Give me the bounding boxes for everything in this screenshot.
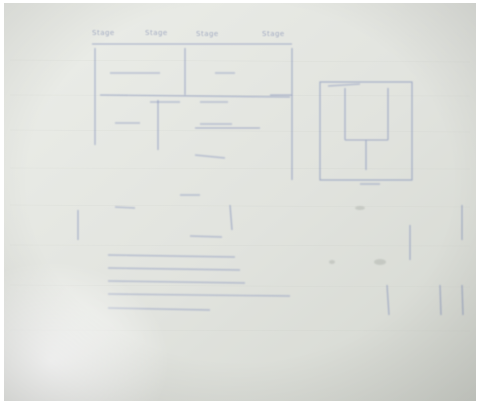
column-label-1: Stage bbox=[92, 29, 115, 37]
column-label-3: Stage bbox=[196, 30, 219, 38]
column-label-2: Stage bbox=[145, 29, 168, 37]
column-label-4: Stage bbox=[262, 30, 285, 38]
vignette bbox=[4, 3, 476, 401]
